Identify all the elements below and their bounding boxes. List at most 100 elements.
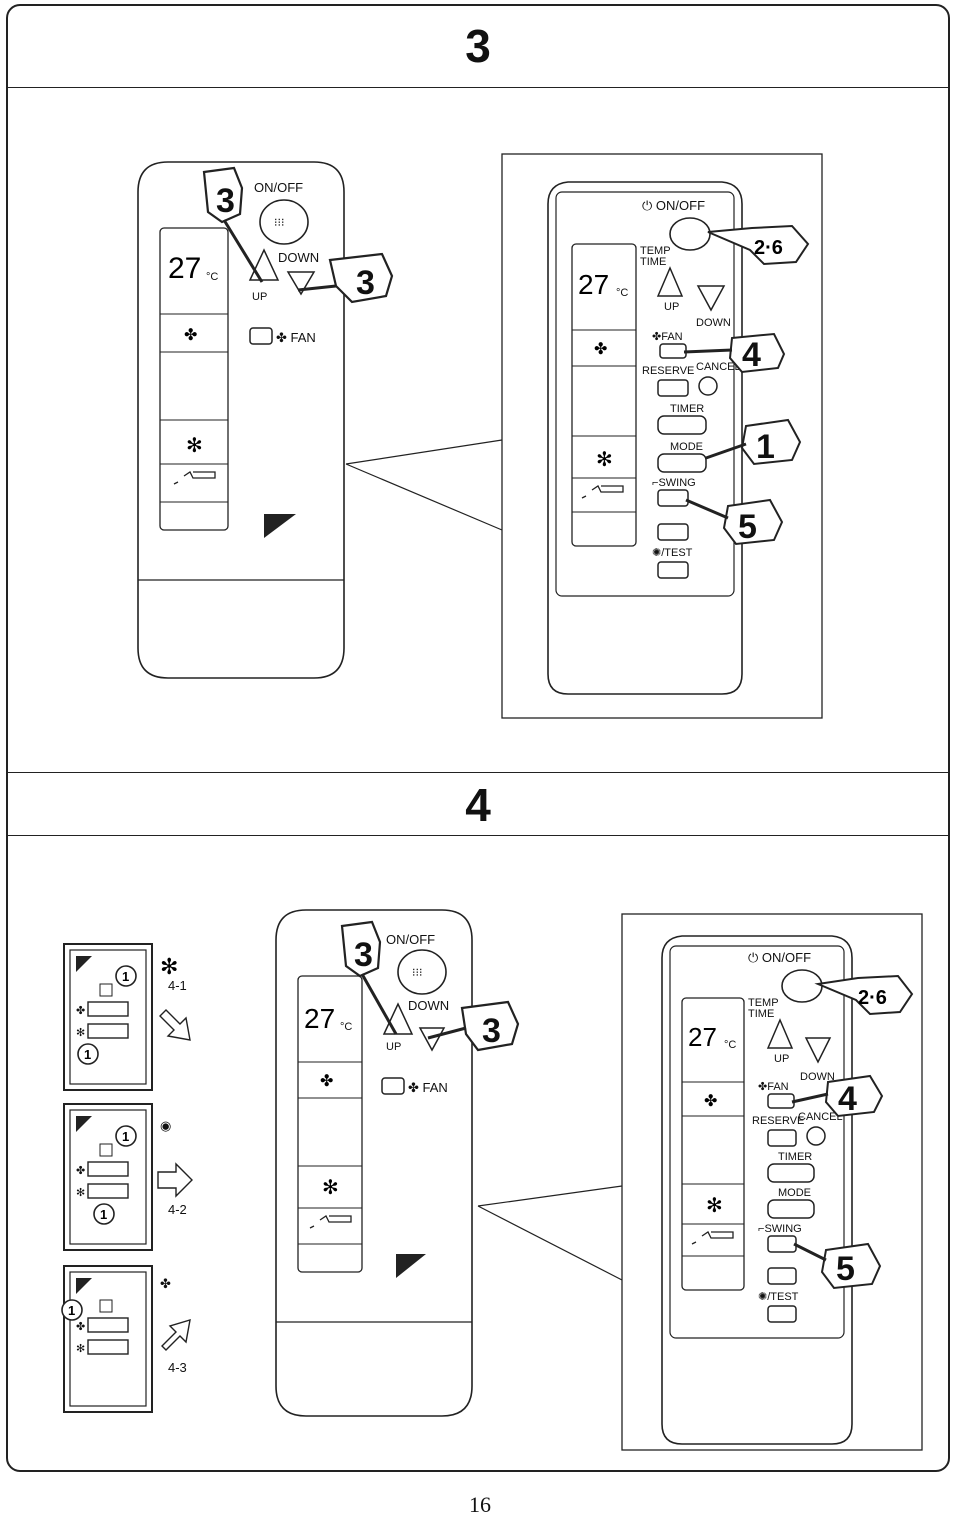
daikin-logo-icon bbox=[396, 1254, 426, 1278]
zoom-connector-s3 bbox=[345, 439, 503, 531]
up-button[interactable] bbox=[248, 248, 280, 281]
snow-glyph-icon: ✻ bbox=[186, 435, 203, 457]
remote-detail-s4: 27 °C ✤ ✻ ⏻ ON/OFF TEMP TIME UP DOWN ✤FA… bbox=[621, 913, 923, 1451]
fan-glyph-icon: ✤ bbox=[184, 327, 197, 344]
down-label: DOWN bbox=[696, 317, 731, 329]
test-button[interactable] bbox=[767, 1305, 797, 1323]
down-button[interactable] bbox=[286, 271, 316, 296]
callout-3a: 3 bbox=[354, 936, 373, 974]
fan-button[interactable] bbox=[249, 327, 273, 345]
fan-button[interactable] bbox=[381, 1077, 405, 1095]
on-off-label: ⏻ ON/OFF bbox=[748, 950, 811, 965]
swing-glyph-icon bbox=[309, 1215, 352, 1229]
fan-glyph-icon: ✤ bbox=[320, 1073, 333, 1090]
on-off-button[interactable] bbox=[669, 217, 711, 251]
svg-text:✻: ✻ bbox=[76, 1187, 85, 1199]
test-label: ✺/TEST bbox=[758, 1291, 799, 1303]
callout-3b: 3 bbox=[356, 264, 375, 302]
down-label: DOWN bbox=[408, 998, 449, 1013]
on-off-button[interactable] bbox=[397, 949, 447, 995]
section-4-title: 4 bbox=[6, 772, 950, 836]
section-3-title: 3 bbox=[6, 4, 950, 88]
swing-glyph-icon bbox=[581, 485, 624, 499]
timer-button[interactable] bbox=[767, 1163, 815, 1183]
callout-4: 4 bbox=[838, 1080, 857, 1118]
svg-text:✻: ✻ bbox=[76, 1027, 85, 1039]
down-button[interactable] bbox=[804, 1037, 832, 1064]
callout-2-6: 2·6 bbox=[754, 237, 783, 259]
reserve-button[interactable] bbox=[657, 379, 689, 397]
down-button[interactable] bbox=[696, 285, 726, 312]
callout-1: 1 bbox=[100, 1207, 107, 1222]
switch-panel-4-2: ✤ ✻ 1 1 bbox=[63, 1103, 153, 1251]
switch-label-4-2: 4-2 bbox=[168, 1202, 187, 1217]
switch-label-4-3: 4-3 bbox=[168, 1360, 187, 1375]
time-label: TIME bbox=[748, 1008, 774, 1020]
fan-button[interactable] bbox=[767, 1093, 795, 1109]
swing-button[interactable] bbox=[767, 1235, 797, 1253]
callout-2-6: 2·6 bbox=[858, 987, 887, 1009]
fan-label: ✤FAN bbox=[758, 1081, 789, 1093]
swing-label: ⌐SWING bbox=[652, 477, 696, 489]
up-button[interactable] bbox=[766, 1018, 794, 1049]
down-label: DOWN bbox=[800, 1071, 835, 1083]
time-label: TIME bbox=[640, 256, 666, 268]
temp-unit: °C bbox=[340, 1021, 352, 1033]
callout-3b: 3 bbox=[482, 1012, 501, 1050]
cancel-label: CANCEL bbox=[798, 1111, 843, 1123]
swing-label: ⌐SWING bbox=[758, 1223, 802, 1235]
mode-label: MODE bbox=[670, 441, 703, 453]
arrow-right-icon bbox=[157, 1162, 193, 1198]
switch-label-4-1: 4-1 bbox=[168, 978, 187, 993]
swing-glyph-icon bbox=[173, 471, 216, 485]
filter-button[interactable] bbox=[657, 523, 689, 541]
timer-label: TIMER bbox=[670, 403, 704, 415]
on-off-button[interactable] bbox=[781, 969, 823, 1003]
up-button[interactable] bbox=[656, 266, 684, 297]
mode-symbol-fan: ✤ bbox=[160, 1276, 171, 1291]
cancel-button[interactable] bbox=[698, 376, 718, 396]
remote-simple-s3: 27 °C ✤ ✻ ON/OFF ⁝⁝⁝ UP DOWN ✤ FAN 3 3 bbox=[137, 161, 394, 679]
on-off-dots-icon: ⁝⁝⁝ bbox=[412, 967, 423, 979]
up-label: UP bbox=[386, 1041, 401, 1053]
down-button[interactable] bbox=[418, 1027, 446, 1052]
snow-glyph-icon: ✻ bbox=[706, 1195, 723, 1217]
on-off-label: ON/OFF bbox=[254, 180, 303, 195]
temp-unit: °C bbox=[724, 1039, 736, 1051]
callout-1: 1 bbox=[122, 1129, 129, 1144]
page-frame bbox=[6, 4, 950, 1472]
temp-unit: °C bbox=[206, 271, 218, 283]
temp-unit: °C bbox=[616, 287, 628, 299]
timer-button[interactable] bbox=[657, 415, 707, 435]
arrow-up-right-icon bbox=[161, 1319, 191, 1351]
cancel-button[interactable] bbox=[806, 1126, 826, 1146]
cancel-label: CANCEL bbox=[696, 361, 741, 373]
mode-button[interactable] bbox=[767, 1199, 815, 1219]
switch-panel-4-1: ✤✻ 1 1 bbox=[63, 943, 153, 1091]
arrow-down-right-icon bbox=[159, 1009, 191, 1041]
filter-button[interactable] bbox=[767, 1267, 797, 1285]
swing-glyph-icon bbox=[691, 1231, 734, 1245]
on-off-button[interactable] bbox=[259, 199, 309, 245]
temp-readout: 27 bbox=[168, 252, 201, 285]
snow-glyph-icon: ✻ bbox=[322, 1177, 339, 1199]
test-label: ✺/TEST bbox=[652, 547, 693, 559]
mode-button[interactable] bbox=[657, 453, 707, 473]
up-label: UP bbox=[252, 291, 267, 303]
svg-text:✤: ✤ bbox=[76, 1005, 85, 1017]
reserve-label: RESERVE bbox=[752, 1115, 804, 1127]
remote-simple-s4: 27 °C ✤ ✻ ON/OFF ⁝⁝⁝ UP DOWN ✤ FAN 3 3 bbox=[275, 909, 520, 1417]
down-label: DOWN bbox=[278, 250, 319, 265]
svg-text:✤: ✤ bbox=[76, 1321, 85, 1333]
mode-label: MODE bbox=[778, 1187, 811, 1199]
temp-readout: 27 bbox=[578, 269, 609, 300]
fan-button[interactable] bbox=[659, 343, 687, 359]
zoom-connector-s4 bbox=[477, 1185, 623, 1281]
swing-button[interactable] bbox=[657, 489, 689, 507]
svg-text:✤: ✤ bbox=[76, 1165, 85, 1177]
test-button[interactable] bbox=[657, 561, 689, 579]
up-button[interactable] bbox=[382, 1002, 414, 1035]
on-off-dots-icon: ⁝⁝⁝ bbox=[274, 217, 285, 229]
reserve-button[interactable] bbox=[767, 1129, 797, 1147]
switch-panel-4-3: ✤✻ 1 bbox=[61, 1265, 153, 1413]
